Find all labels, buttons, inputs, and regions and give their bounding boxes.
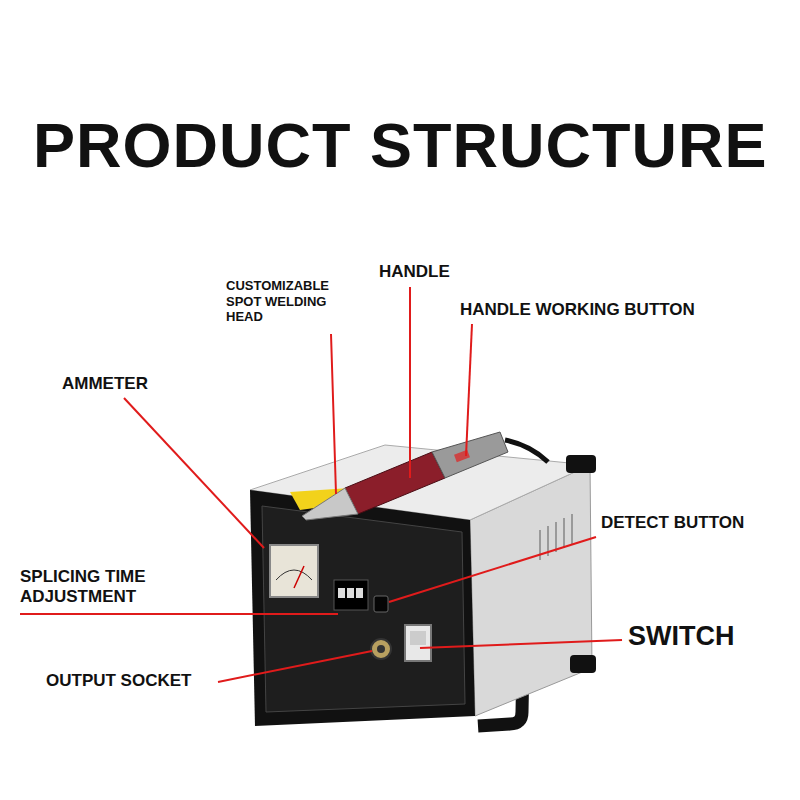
leader-lines [20, 287, 622, 682]
ammeter [270, 545, 318, 597]
part-label: HANDLE WORKING BUTTON [460, 300, 695, 320]
front-panel [262, 506, 465, 712]
part-label: DETECT BUTTON [601, 513, 744, 533]
pen-grip [432, 432, 508, 478]
part-label: SWITCH [628, 620, 734, 652]
cable [505, 440, 548, 462]
detect-button [374, 596, 388, 612]
part-label: AMMETER [62, 374, 148, 394]
part-label: CUSTOMIZABLE SPOT WELDING HEAD [226, 278, 354, 325]
welding-tip [302, 488, 358, 520]
bumper [570, 655, 596, 673]
pen-handle [345, 452, 445, 514]
part-label: OUTPUT SOCKET [46, 671, 191, 691]
time-dial [334, 580, 368, 610]
pen-button [454, 450, 470, 462]
output-socket [371, 639, 391, 659]
part-label: HANDLE [379, 262, 450, 282]
bumper [566, 455, 596, 473]
part-label: SPLICING TIME ADJUSTMENT [20, 567, 190, 608]
power-switch [405, 625, 431, 661]
page-title: PRODUCT STRUCTURE [33, 108, 768, 184]
front-frame [250, 490, 475, 726]
